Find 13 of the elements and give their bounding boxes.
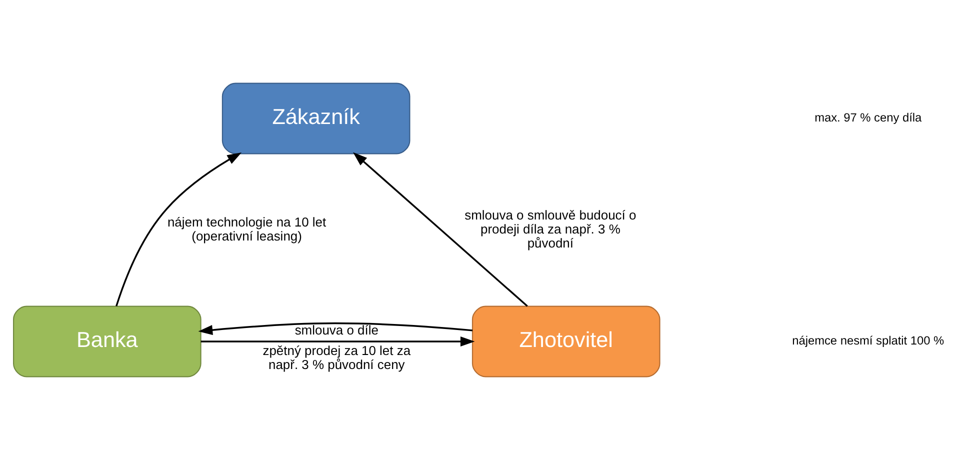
node-box: Zhotovitel <box>472 305 660 377</box>
arrow <box>198 322 473 335</box>
arrow <box>200 336 475 346</box>
label: nájemce nesmí splatit 100 % <box>792 333 944 348</box>
edge-label: zpětný prodej za 10 let za např. 3 % původní ceny <box>262 342 411 372</box>
arrow <box>116 152 242 306</box>
node-box: Zákazník <box>222 82 410 154</box>
edge-label: nájem technologie na 10 let (operativní leasing) <box>167 214 326 243</box>
node-box: Banka <box>13 305 202 377</box>
edge-label: smlouva o smlouvě budoucí o prodeji díla za např. 3 % původní <box>464 206 636 250</box>
label: max. 97 % ceny díla <box>814 110 922 124</box>
arrow <box>353 152 528 306</box>
edge-label: smlouva o díle <box>294 322 378 338</box>
